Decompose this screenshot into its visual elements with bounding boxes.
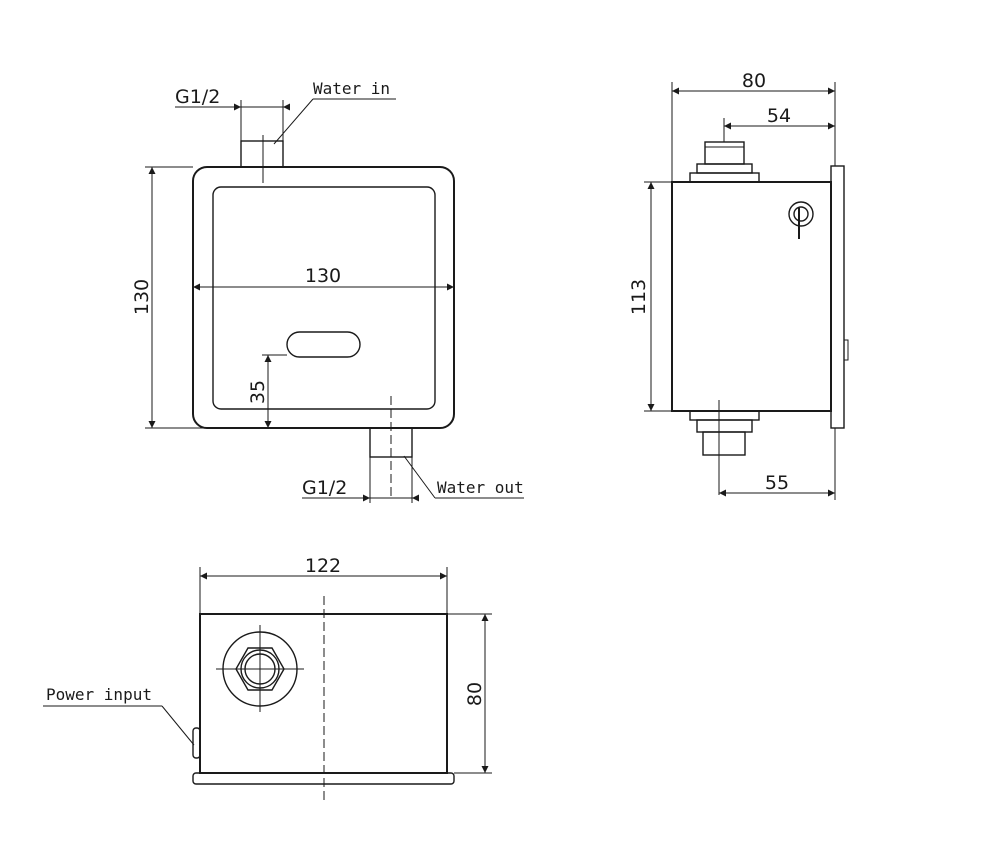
top-depth-dim-label: 80 — [464, 682, 486, 706]
front-view: G1/2 Water in 130 130 35 G1/2 Water out — [131, 79, 524, 503]
top-thread — [704, 141, 745, 165]
water-in-label: Water in — [313, 79, 390, 98]
bottom-thread — [702, 431, 746, 456]
sensor-height-dim-label: 35 — [247, 380, 269, 404]
width-dim-label: 130 — [305, 265, 341, 287]
top-view: 122 80 Power input — [43, 555, 492, 804]
bottom-flange — [689, 410, 760, 421]
power-input-connector — [192, 727, 201, 759]
key-switch-inner — [793, 206, 809, 222]
bottom-nut — [696, 419, 753, 433]
top-nut — [696, 163, 753, 174]
power-input-leader — [161, 705, 195, 746]
sensor-window — [286, 331, 361, 358]
key-switch-outer — [788, 201, 814, 227]
front-body-outline — [192, 166, 455, 429]
hex-nut-icon — [235, 647, 285, 691]
top-flange — [689, 172, 760, 183]
inlet-offset-dim-label: 54 — [767, 105, 791, 127]
fitting-outer-ring — [222, 631, 298, 707]
water-in-leader — [273, 98, 314, 145]
outlet-offset-dim-label: 55 — [765, 472, 789, 494]
front-panel — [212, 186, 436, 410]
water-in-pipe — [240, 140, 284, 168]
plate-tab — [843, 339, 849, 361]
fitting-bore-outer — [240, 649, 280, 689]
top-thread-label: G1/2 — [175, 86, 220, 108]
bottom-thread-label: G1/2 — [302, 477, 347, 499]
height-dim-label: 130 — [131, 279, 153, 315]
power-input-label: Power input — [46, 685, 152, 704]
body-height-dim-label: 113 — [628, 279, 650, 315]
water-out-label: Water out — [437, 478, 524, 497]
depth-dim-label: 80 — [742, 70, 766, 92]
top-width-dim-label: 122 — [305, 555, 341, 577]
fitting-bore-inner — [244, 653, 276, 685]
side-view: 80 54 113 55 — [628, 70, 849, 500]
water-out-leader — [403, 455, 436, 499]
mounting-plate — [830, 165, 845, 429]
